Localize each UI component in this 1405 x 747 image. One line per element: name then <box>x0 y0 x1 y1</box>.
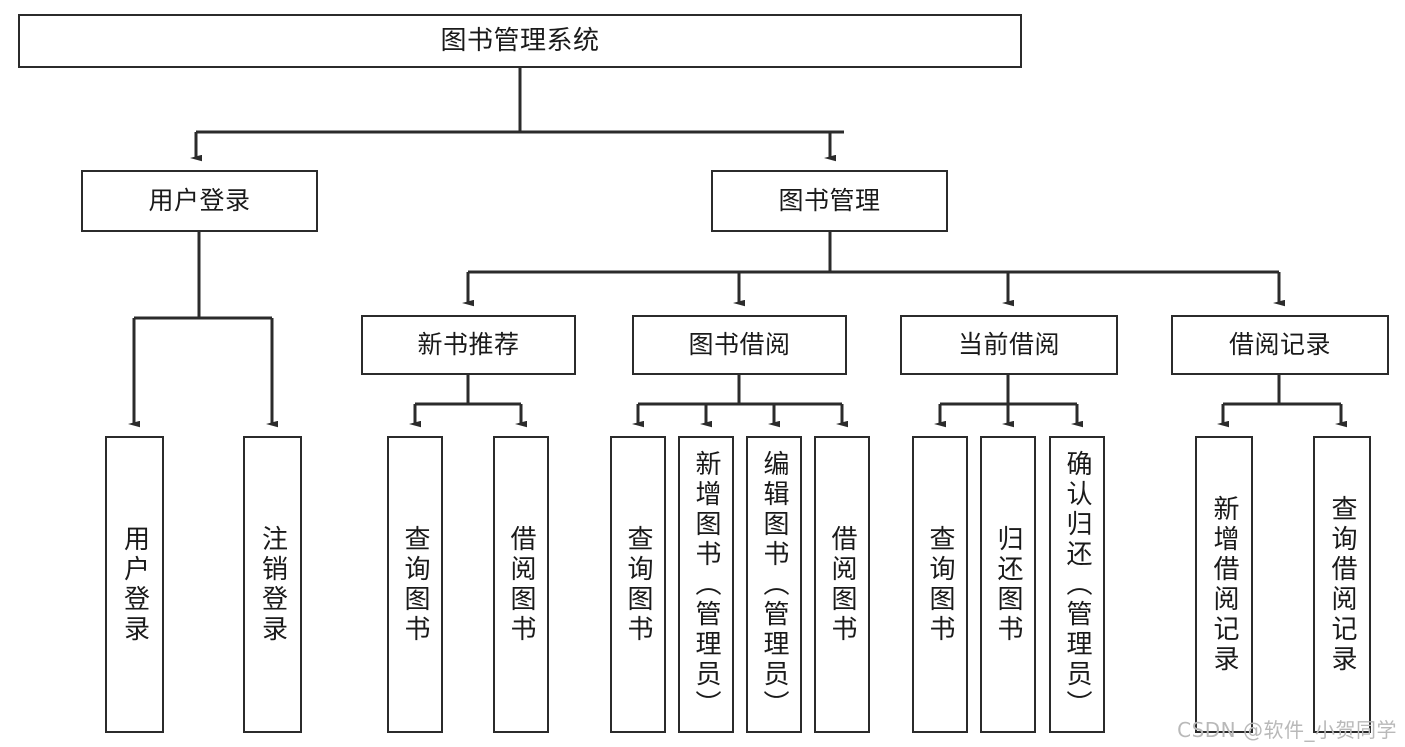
node-label: 查询借阅记录 <box>1327 494 1357 675</box>
node-leaf-query-book-2[interactable]: 查询图书 <box>610 436 666 733</box>
node-leaf-query-book-3[interactable]: 查询图书 <box>912 436 968 733</box>
node-leaf-user-login[interactable]: 用户登录 <box>105 436 164 733</box>
node-book-borrow[interactable]: 图书借阅 <box>632 315 847 375</box>
node-new-book-recommend[interactable]: 新书推荐 <box>361 315 576 375</box>
watermark-text: CSDN @软件_小贺同学 <box>1177 718 1397 742</box>
node-leaf-return-book[interactable]: 归还图书 <box>980 436 1036 733</box>
node-leaf-borrow-book-1[interactable]: 借阅图书 <box>493 436 549 733</box>
node-leaf-logout-login[interactable]: 注销登录 <box>243 436 302 733</box>
node-label: 图书管理 <box>778 186 881 216</box>
node-leaf-query-record[interactable]: 查询借阅记录 <box>1313 436 1371 733</box>
node-label: 查询图书 <box>925 524 955 645</box>
node-leaf-add-book[interactable]: 新增图书（管理员） <box>678 436 734 733</box>
node-leaf-borrow-book-2[interactable]: 借阅图书 <box>814 436 870 733</box>
node-label: 新增借阅记录 <box>1209 494 1239 675</box>
node-label: 归还图书 <box>993 524 1023 645</box>
node-leaf-edit-book[interactable]: 编辑图书（管理员） <box>746 436 802 733</box>
node-label: 用户登录 <box>148 186 251 216</box>
node-leaf-query-book-1[interactable]: 查询图书 <box>387 436 443 733</box>
node-label: 当前借阅 <box>957 330 1060 360</box>
node-label: 用户登录 <box>119 524 150 645</box>
node-leaf-confirm-return[interactable]: 确认归还（管理员） <box>1049 436 1105 733</box>
node-label: 借阅图书 <box>506 524 536 645</box>
node-label: 查询图书 <box>400 524 430 645</box>
node-label: 借阅记录 <box>1228 330 1331 360</box>
node-label: 新书推荐 <box>417 330 520 360</box>
node-leaf-add-record[interactable]: 新增借阅记录 <box>1195 436 1253 733</box>
node-borrow-record[interactable]: 借阅记录 <box>1171 315 1389 375</box>
node-book-management[interactable]: 图书管理 <box>711 170 948 232</box>
node-label: 借阅图书 <box>827 524 857 645</box>
node-label: 查询图书 <box>623 524 653 645</box>
node-current-borrow[interactable]: 当前借阅 <box>900 315 1118 375</box>
node-label: 注销登录 <box>257 524 288 645</box>
node-root-library-system[interactable]: 图书管理系统 <box>18 14 1022 68</box>
node-label: 图书管理系统 <box>440 25 600 56</box>
node-label: 新增图书（管理员） <box>691 449 721 720</box>
node-label: 图书借阅 <box>688 330 791 360</box>
node-label: 编辑图书（管理员） <box>759 449 789 720</box>
node-user-login[interactable]: 用户登录 <box>81 170 318 232</box>
node-label: 确认归还（管理员） <box>1062 449 1092 720</box>
